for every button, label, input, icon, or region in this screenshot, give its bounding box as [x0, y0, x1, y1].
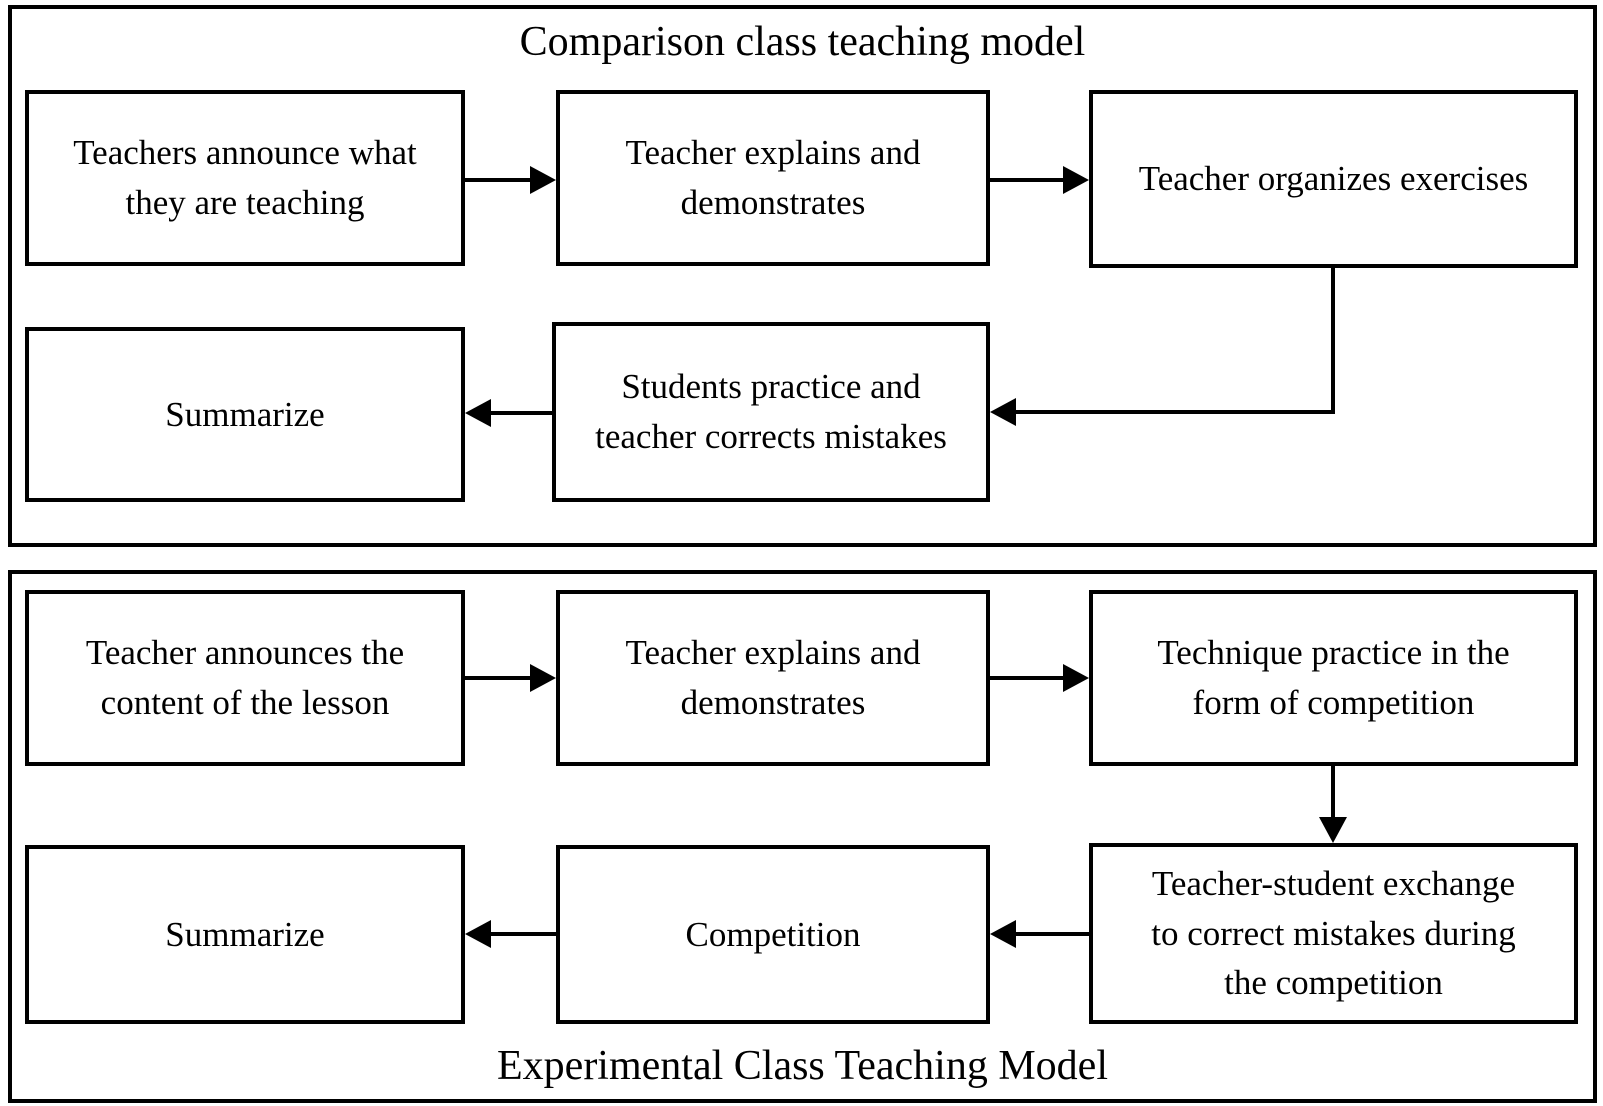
box-summarize-top-label: Summarize — [165, 394, 325, 434]
box-students-practice-label: Students practice and teacher corrects m… — [595, 367, 947, 456]
box-teachers-announce-label: Teachers announce what they are teaching — [73, 133, 417, 222]
box-teacher-student-exchange-label: Teacher-student exchange to correct mist… — [1151, 863, 1516, 1003]
box-teacher-organizes-exercises-label: Teacher organizes exercises — [1138, 159, 1529, 199]
box-teacher-explains-bottom-label: Teacher explains and demonstrates — [625, 633, 921, 722]
comparison-model-title: Comparison class teaching model — [519, 19, 1086, 65]
comparison-model-section: Comparison class teaching model Teachers… — [8, 5, 1597, 547]
box-summarize-bottom: Summarize — [25, 845, 465, 1024]
experimental-model-section: Teacher announces the content of the les… — [8, 570, 1597, 1103]
box-teacher-explains-top: Teacher explains and demonstrates — [556, 90, 990, 266]
box-teacher-explains-top-label: Teacher explains and demonstrates — [625, 133, 921, 222]
box-competition-label: Competition — [685, 914, 861, 954]
box-teacher-announces-content-label: Teacher announces the content of the les… — [85, 633, 405, 722]
box-students-practice: Students practice and teacher corrects m… — [552, 322, 990, 502]
box-summarize-bottom-label: Summarize — [165, 914, 325, 954]
experimental-model-title: Experimental Class Teaching Model — [497, 1042, 1108, 1089]
box-teacher-announces-content: Teacher announces the content of the les… — [25, 590, 465, 766]
box-teacher-organizes-exercises: Teacher organizes exercises — [1089, 90, 1578, 268]
box-competition: Competition — [556, 845, 990, 1024]
box-teachers-announce: Teachers announce what they are teaching — [25, 90, 465, 266]
box-summarize-top: Summarize — [25, 327, 465, 502]
box-teacher-explains-bottom: Teacher explains and demonstrates — [556, 590, 990, 766]
box-technique-practice: Technique practice in the form of compet… — [1089, 590, 1578, 766]
box-teacher-student-exchange: Teacher-student exchange to correct mist… — [1089, 843, 1578, 1024]
box-technique-practice-label: Technique practice in the form of compet… — [1157, 633, 1510, 722]
